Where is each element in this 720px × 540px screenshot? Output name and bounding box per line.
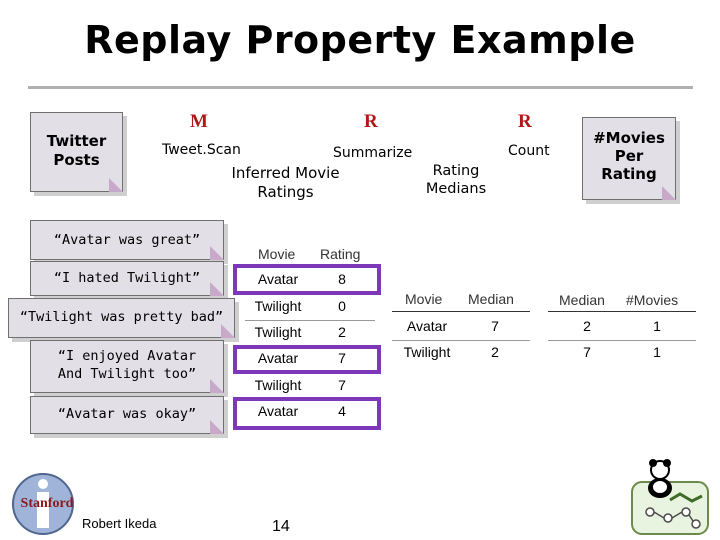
operator-map: M [190, 111, 208, 132]
post-text-2: “I hated Twilight” [53, 270, 201, 286]
inferred-ratings-label: Inferred Movie Ratings [231, 164, 340, 201]
note-fold-icon [210, 246, 224, 260]
operator-reduce-2: R [518, 111, 532, 132]
post-text-4: “I enjoyed Avatar And Twilight too” [57, 348, 197, 382]
note-fold-icon [210, 420, 224, 434]
operator-reduce-1: R [364, 111, 378, 132]
slide-title: Replay Property Example [84, 18, 636, 62]
post-note-4: “I enjoyed Avatar And Twilight too” [30, 340, 224, 393]
median-cell-value: 7 [491, 318, 499, 334]
ratings-cell-movie: Avatar [257, 403, 299, 419]
panda-icon [631, 459, 709, 535]
panda-logo [630, 456, 710, 536]
post-note-1: “Avatar was great” [30, 220, 224, 260]
stanford-logo: Stanford [10, 470, 80, 536]
author-name: Robert Ikeda [82, 516, 157, 531]
ratings-cell-rating: 0 [338, 298, 346, 314]
note-fold-icon [221, 324, 235, 338]
post-text-5: “Avatar was okay” [57, 406, 197, 422]
note-fold-icon [210, 379, 224, 393]
note-fold-icon [210, 282, 224, 296]
ratings-cell-rating: 4 [338, 403, 346, 419]
highlight-box [233, 345, 381, 374]
note-fold-icon [109, 178, 123, 192]
highlight-box [233, 264, 381, 295]
ratings-cell-rating: 8 [338, 271, 346, 287]
median-cell-movie: Avatar [406, 318, 448, 334]
post-note-5: “Avatar was okay” [30, 396, 224, 434]
movies-per-rating-note: #Movies Per Rating [582, 117, 676, 200]
median-row-rule [392, 340, 530, 341]
rating-medians-label: Rating Medians [425, 163, 487, 197]
ratings-cell-rating: 7 [338, 377, 346, 393]
twitter-posts-note: Twitter Posts [30, 112, 123, 192]
ratings-cell-movie: Twilight [254, 298, 302, 314]
ratings-row-rule [245, 320, 375, 321]
twitter-posts-label: Twitter Posts [46, 132, 107, 169]
ratings-cell-movie: Avatar [257, 350, 299, 366]
ratings-cell-movie: Twilight [254, 377, 302, 393]
post-text-3: “Twilight was pretty bad” [19, 309, 224, 325]
median-cell-movie: Twilight [403, 344, 451, 360]
count-header-movies: #Movies [626, 292, 679, 308]
median-header-movie: Movie [405, 291, 443, 307]
ratings-header-movie: Movie [258, 246, 296, 262]
count-cell-movies: 1 [653, 344, 661, 360]
median-header-median: Median [468, 291, 514, 307]
count-row-rule [548, 340, 696, 341]
post-text-1: “Avatar was great” [53, 232, 201, 248]
post-note-2: “I hated Twilight” [30, 261, 224, 296]
step-count: Count [508, 143, 550, 159]
step-tweetscan: Tweet.Scan [162, 142, 241, 158]
median-cell-value: 2 [491, 344, 499, 360]
ratings-header-rating: Rating [320, 246, 361, 262]
highlight-box [233, 397, 381, 430]
movies-per-rating-label: #Movies Per Rating [593, 129, 665, 183]
ratings-cell-rating: 7 [338, 350, 346, 366]
page-number: 14 [272, 518, 290, 535]
ratings-cell-movie: Twilight [254, 324, 302, 340]
count-header-rule [548, 311, 696, 312]
note-fold-icon [662, 186, 676, 200]
count-cell-median: 7 [583, 344, 591, 360]
stanford-i-icon [12, 473, 74, 535]
count-header-median: Median [559, 292, 605, 308]
title-divider [28, 86, 693, 89]
count-cell-movies: 1 [653, 318, 661, 334]
stanford-logo-text: Stanford [20, 496, 74, 511]
median-header-rule [392, 311, 530, 312]
post-note-3: “Twilight was pretty bad” [8, 298, 235, 338]
ratings-cell-movie: Avatar [257, 271, 299, 287]
step-summarize: Summarize [333, 145, 413, 161]
ratings-cell-rating: 2 [338, 324, 346, 340]
count-cell-median: 2 [583, 318, 591, 334]
